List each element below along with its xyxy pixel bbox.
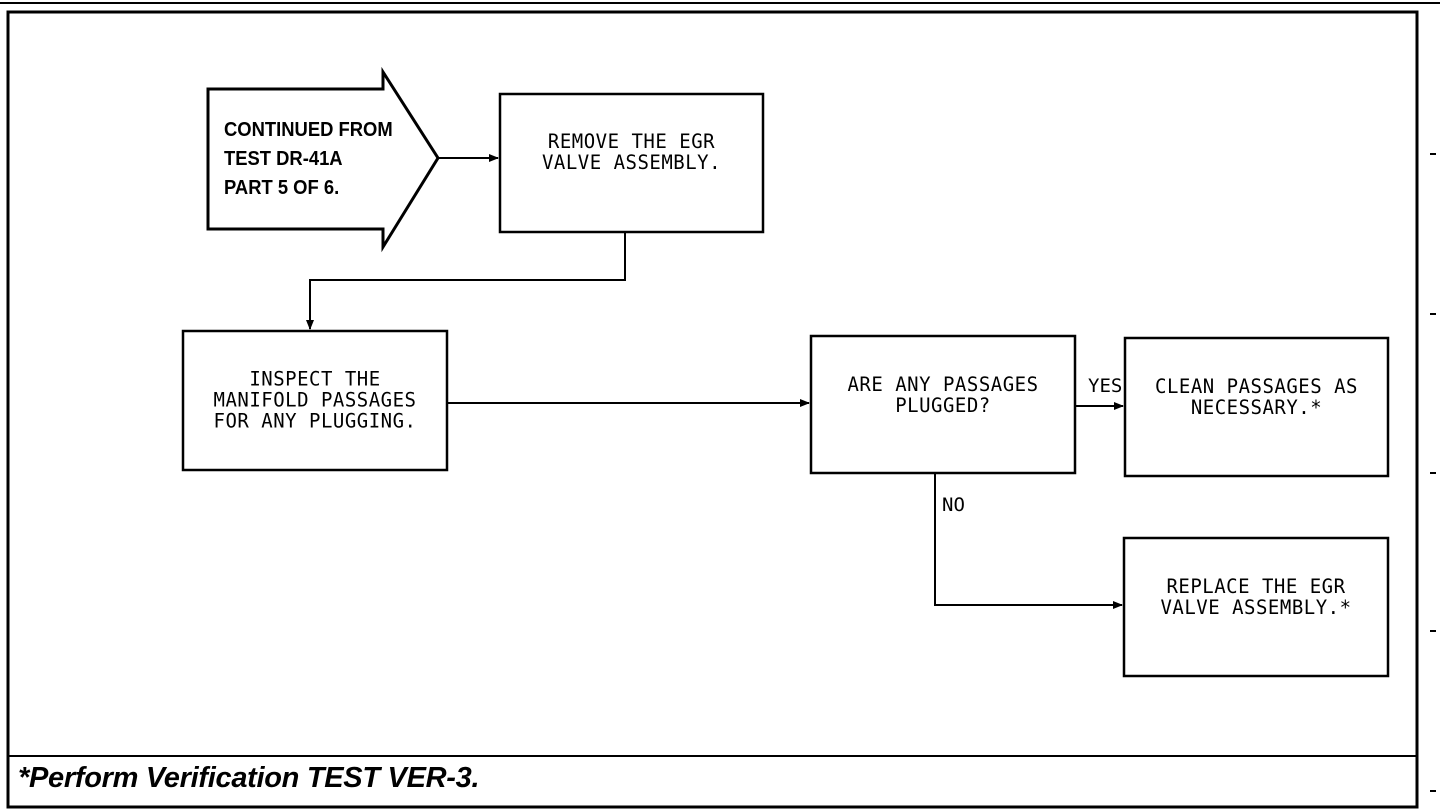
- connector-remove-to-inspect: [306, 232, 626, 330]
- margin-tick: [1430, 472, 1436, 474]
- yes-branch-label: YES: [1088, 375, 1123, 397]
- inspect-box: [181, 329, 449, 472]
- margin-tick: [1430, 630, 1436, 632]
- replace-label: REPLACE THE EGR VALVE ASSEMBLY.*: [1160, 574, 1352, 620]
- clean-label: CLEAN PASSAGES AS NECESSARY.*: [1155, 374, 1358, 420]
- decision-label: ARE ANY PASSAGES PLUGGED?: [847, 372, 1039, 418]
- entry-arrow-label: CONTINUED FROM TEST DR-41A PART 5 OF 6.: [224, 119, 393, 199]
- margin-tick: [1430, 313, 1436, 315]
- outer-frame: [6, 10, 1419, 809]
- no-branch-label: NO: [942, 494, 965, 516]
- footnote: *Perform Verification TEST VER-3.: [18, 762, 480, 794]
- clean-box: [1123, 336, 1390, 478]
- entry-arrow-shape: [206, 66, 440, 253]
- margin-tick: [1430, 153, 1436, 155]
- decision-box: [809, 334, 1077, 475]
- remove-egr-box: [498, 92, 765, 234]
- inspect-label: INSPECT THE MANIFOLD PASSAGES FOR ANY PL…: [213, 367, 417, 433]
- connector-no-to-replace: [934, 473, 1123, 609]
- replace-box: [1122, 536, 1390, 678]
- margin-tick: [1430, 790, 1436, 792]
- remove-egr-label: REMOVE THE EGR VALVE ASSEMBLY.: [541, 129, 722, 175]
